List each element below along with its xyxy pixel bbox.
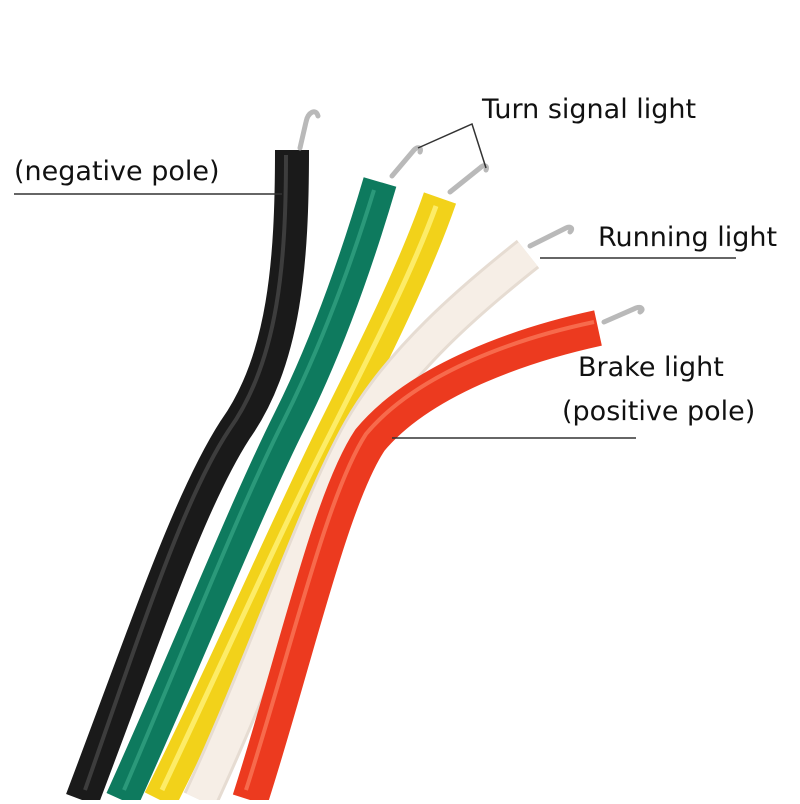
red-tip (601, 305, 645, 325)
negative-pole-label: (negative pole) (14, 156, 220, 187)
yellow-wire (144, 192, 457, 804)
yellow-tip (447, 163, 489, 195)
red-wire (232, 310, 602, 804)
positive-pole-label: (positive pole) (562, 396, 756, 427)
black-tip (297, 109, 321, 151)
green-wire (106, 177, 397, 804)
turn-signal-label: Turn signal light (482, 94, 697, 125)
brake-light-label: Brake light (578, 352, 724, 383)
running-light-label: Running light (598, 222, 778, 253)
green-tip (389, 145, 423, 179)
black-wire (66, 149, 309, 804)
turn-signal-leader (417, 122, 487, 169)
leader-lines (14, 122, 736, 439)
white-tip (527, 224, 575, 249)
